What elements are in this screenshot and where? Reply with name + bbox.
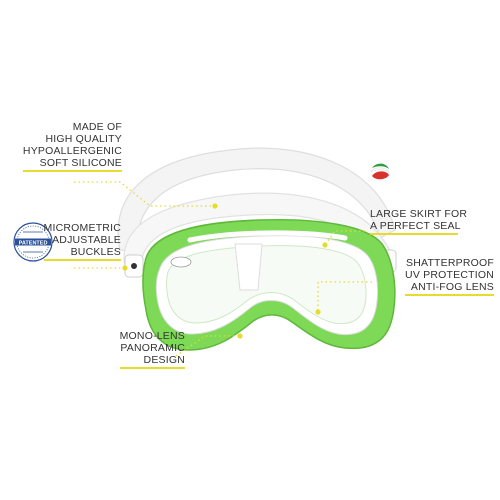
callout-buckles-line-2: ADJUSTABLE [52, 234, 121, 246]
callout-buckles-line-3: BUCKLES [43, 246, 121, 261]
strap [117, 147, 396, 271]
callout-skirt-line-2: A PERFECT SEAL [370, 220, 461, 235]
callout-buckles-line-1: MICROMETRIC [43, 222, 121, 234]
callout-silicone-line-3: HYPOALLERGENIC [22, 145, 122, 157]
callout-dots [122, 203, 328, 339]
callout-skirt-line-1: LARGE SKIRT FOR [370, 208, 468, 220]
callout-monolens-line-1: MONO-LENS [119, 330, 185, 342]
lens-line [317, 281, 372, 312]
callout-buckles: MICROMETRIC ADJUSTABLE BUCKLES [43, 222, 121, 261]
patented-text: PATENTED [19, 241, 48, 247]
callout-lens-line-3: ANTI-FOG LENS [405, 281, 494, 296]
callout-silicone: MADE OF HIGH QUALITY HYPOALLERGENIC SOFT… [22, 121, 122, 172]
callout-silicone-line-4: SOFT SILICONE [22, 157, 122, 172]
callout-skirt: LARGE SKIRT FOR A PERFECT SEAL [370, 208, 468, 235]
callout-silicone-line-1: MADE OF [72, 121, 122, 133]
goggle-frame [142, 218, 396, 351]
callout-monolens-line-2: PANORAMIC [120, 342, 185, 354]
italy-brand-badge [370, 163, 390, 180]
skirt-line [324, 230, 365, 246]
callout-lens: SHATTERPROOF UV PROTECTION ANTI-FOG LENS [405, 257, 494, 296]
callout-silicone-line-2: HIGH QUALITY [45, 133, 122, 145]
callout-lens-line-2: UV PROTECTION [405, 269, 494, 281]
callout-lens-line-1: SHATTERPROOF [406, 257, 494, 269]
patented-seal: PATENTED [13, 222, 53, 262]
buckle-left [124, 254, 144, 278]
monolens-line [175, 335, 240, 357]
callout-monolens-line-3: DESIGN [119, 354, 185, 369]
callout-monolens: MONO-LENS PANORAMIC DESIGN [119, 330, 185, 369]
callout-lines [74, 181, 372, 357]
frame-logo [170, 256, 192, 268]
silicone-line [74, 181, 215, 207]
